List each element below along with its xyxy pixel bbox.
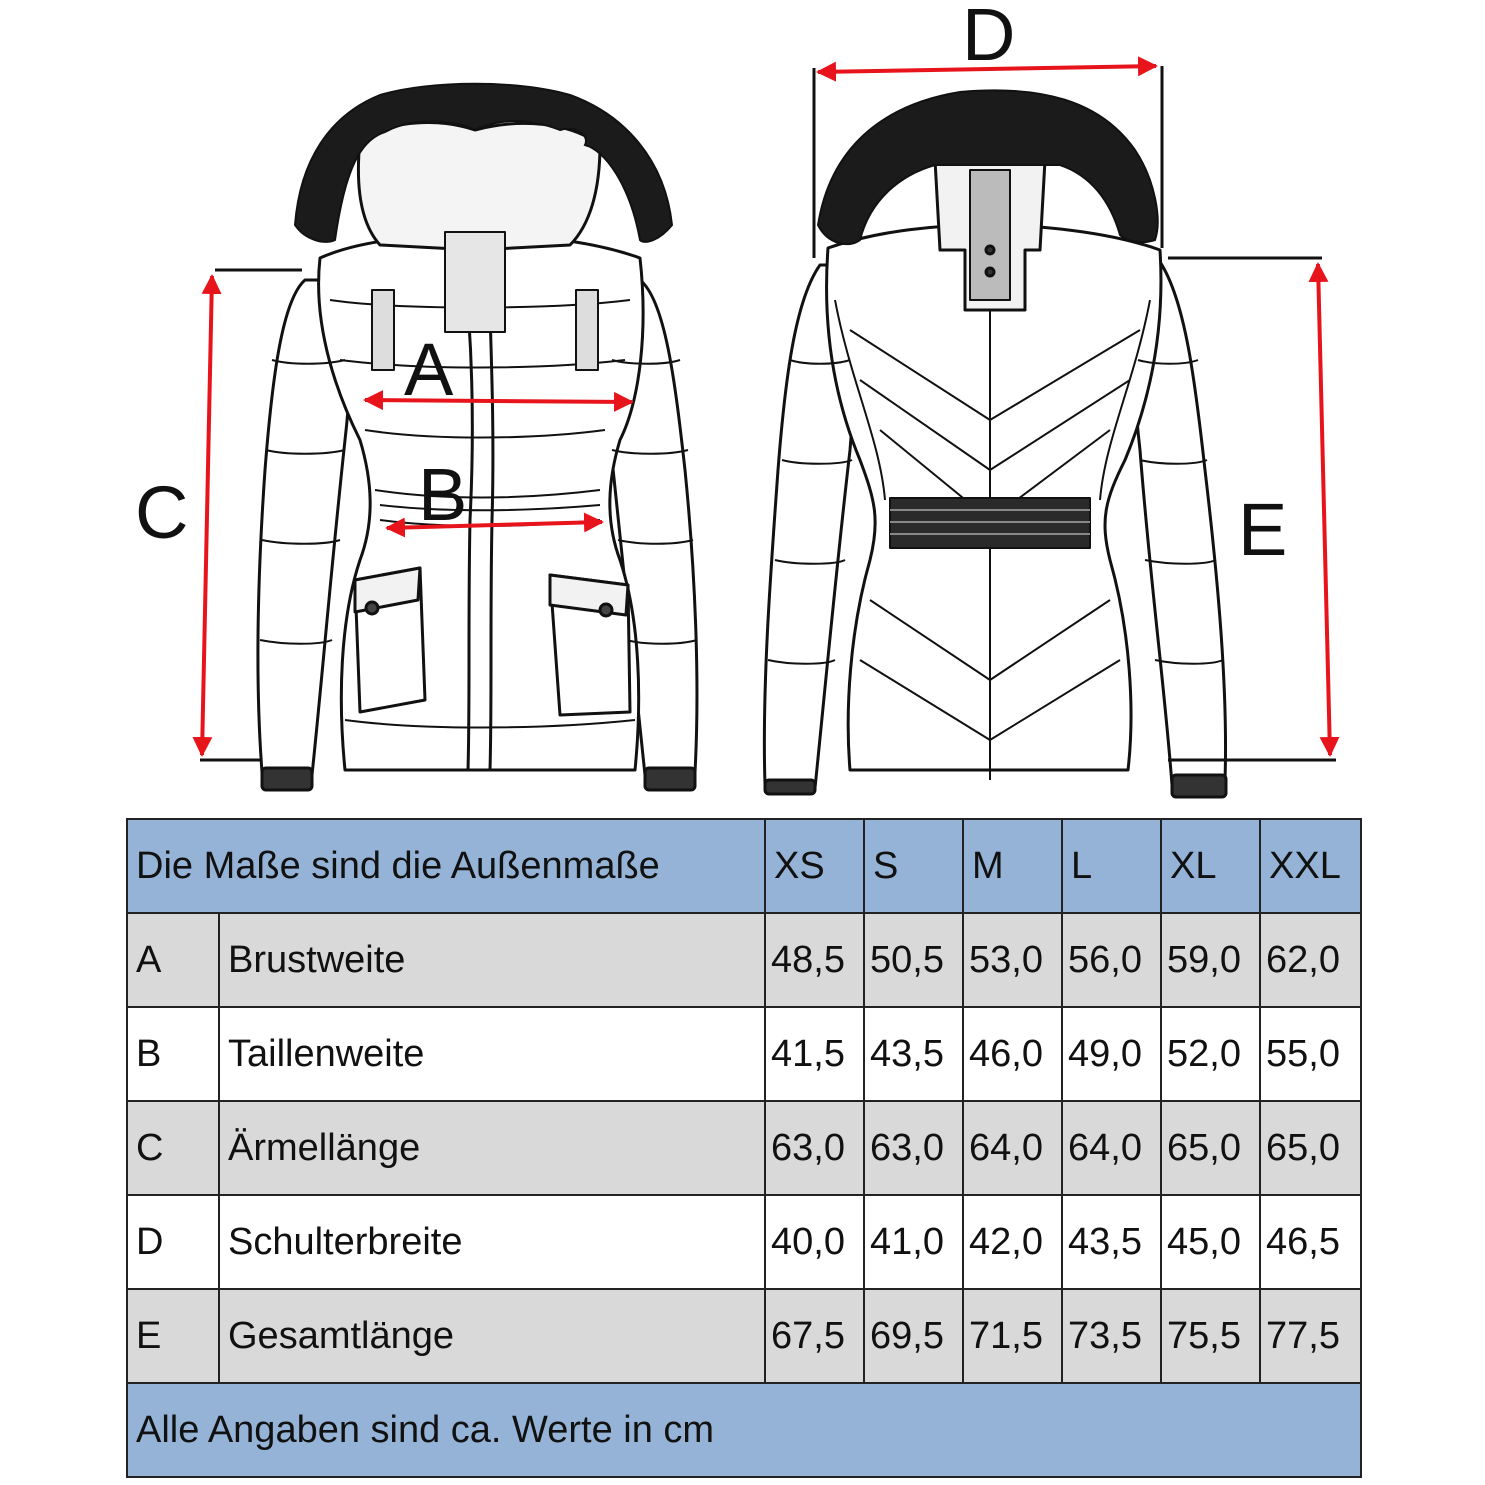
row-name: Brustweite	[218, 912, 766, 1008]
label-c: C	[135, 471, 188, 554]
jacket-front-view	[256, 121, 699, 792]
size-header-xxl: XXL	[1259, 818, 1362, 914]
size-header-s: S	[863, 818, 964, 914]
row-value: 65,0	[1160, 1100, 1261, 1196]
row-value: 52,0	[1160, 1006, 1261, 1102]
row-value: 77,5	[1259, 1288, 1362, 1384]
row-value: 64,0	[962, 1100, 1063, 1196]
row-value: 71,5	[962, 1288, 1063, 1384]
arrow-d-shoulder	[816, 56, 1158, 82]
size-header-xl: XL	[1160, 818, 1261, 914]
table-title: Die Maße sind die Außenmaße	[126, 818, 766, 914]
row-value: 42,0	[962, 1194, 1063, 1290]
row-key: D	[126, 1194, 220, 1290]
row-value: 49,0	[1061, 1006, 1162, 1102]
arrow-e-length	[1308, 262, 1340, 757]
row-key: C	[126, 1100, 220, 1196]
size-header-m: M	[962, 818, 1063, 914]
jacket-back-view	[762, 158, 1228, 799]
row-key: A	[126, 912, 220, 1008]
row-value: 75,5	[1160, 1288, 1261, 1384]
row-key: E	[126, 1288, 220, 1384]
table-row: E Gesamtlänge 67,5 69,5 71,5 73,5 75,5 7…	[126, 1288, 1362, 1384]
row-key: B	[126, 1006, 220, 1102]
size-header-l: L	[1061, 818, 1162, 914]
label-d: D	[962, 0, 1015, 76]
row-value: 46,5	[1259, 1194, 1362, 1290]
size-table: Die Maße sind die Außenmaße XS S M L XL …	[126, 818, 1362, 1478]
size-header-xs: XS	[764, 818, 865, 914]
arrow-a-chest	[363, 390, 634, 412]
row-value: 48,5	[764, 912, 865, 1008]
row-value: 55,0	[1259, 1006, 1362, 1102]
back-fur-hood-trim	[816, 89, 1159, 246]
table-row: A Brustweite 48,5 50,5 53,0 56,0 59,0 62…	[126, 912, 1362, 1008]
row-name: Gesamtlänge	[218, 1288, 766, 1384]
label-b: B	[418, 453, 467, 536]
row-value: 67,5	[764, 1288, 865, 1384]
jacket-measurement-diagram: A B C D E	[135, 0, 1340, 799]
table-footer-note: Alle Angaben sind ca. Werte in cm	[126, 1382, 1362, 1478]
row-value: 43,5	[1061, 1194, 1162, 1290]
label-e: E	[1238, 488, 1287, 571]
row-value: 50,5	[863, 912, 964, 1008]
row-value: 45,0	[1160, 1194, 1261, 1290]
arrow-c-sleeve	[192, 274, 222, 757]
row-value: 62,0	[1259, 912, 1362, 1008]
row-name: Taillenweite	[218, 1006, 766, 1102]
row-name: Schulterbreite	[218, 1194, 766, 1290]
row-value: 73,5	[1061, 1288, 1162, 1384]
row-value: 56,0	[1061, 912, 1162, 1008]
row-value: 63,0	[863, 1100, 964, 1196]
row-value: 53,0	[962, 912, 1063, 1008]
row-value: 65,0	[1259, 1100, 1362, 1196]
row-value: 63,0	[764, 1100, 865, 1196]
measurement-guide-lines	[200, 66, 1336, 762]
front-fur-hood-trim	[293, 82, 674, 243]
row-value: 59,0	[1160, 912, 1261, 1008]
row-value: 69,5	[863, 1288, 964, 1384]
row-value: 64,0	[1061, 1100, 1162, 1196]
row-value: 43,5	[863, 1006, 964, 1102]
arrow-b-waist	[385, 512, 604, 538]
table-header-row: Die Maße sind die Außenmaße XS S M L XL …	[126, 818, 1362, 914]
table-row: B Taillenweite 41,5 43,5 46,0 49,0 52,0 …	[126, 1006, 1362, 1102]
row-name: Ärmellänge	[218, 1100, 766, 1196]
row-value: 40,0	[764, 1194, 865, 1290]
table-footer-row: Alle Angaben sind ca. Werte in cm	[126, 1382, 1362, 1478]
row-value: 41,5	[764, 1006, 865, 1102]
row-value: 41,0	[863, 1194, 964, 1290]
table-row: C Ärmellänge 63,0 63,0 64,0 64,0 65,0 65…	[126, 1100, 1362, 1196]
table-row: D Schulterbreite 40,0 41,0 42,0 43,5 45,…	[126, 1194, 1362, 1290]
row-value: 46,0	[962, 1006, 1063, 1102]
label-a: A	[404, 328, 454, 411]
